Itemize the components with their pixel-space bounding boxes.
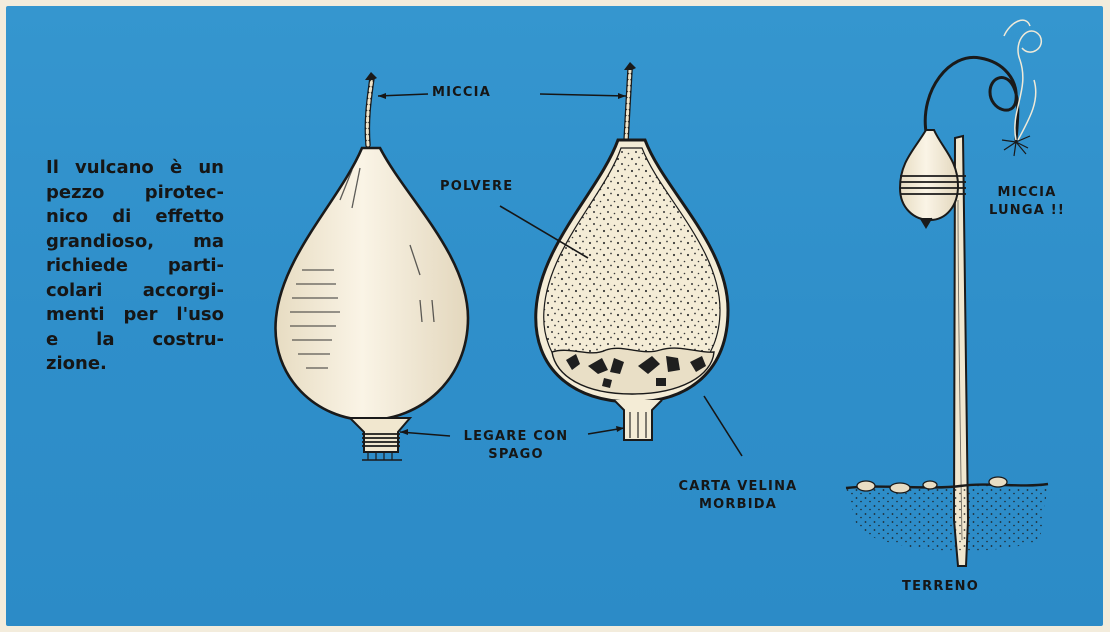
label-legare: LEGARE CON SPAGO xyxy=(454,428,578,464)
label-legare-line1: LEGARE CON xyxy=(454,428,578,446)
label-miccia: MICCIA xyxy=(432,84,491,102)
label-carta-velina: CARTA VELINA MORBIDA xyxy=(664,478,812,514)
label-miccia-lunga-line1: MICCIA xyxy=(980,184,1074,202)
label-carta-line2: MORBIDA xyxy=(664,496,812,514)
section-volcano-drawing xyxy=(536,62,728,440)
stake-drawing xyxy=(846,20,1048,566)
label-legare-line2: SPAGO xyxy=(454,446,578,464)
label-terreno: TERRENO xyxy=(902,578,979,596)
label-polvere: POLVERE xyxy=(440,178,513,196)
closed-volcano-drawing xyxy=(275,72,468,460)
label-carta-line1: CARTA VELINA xyxy=(664,478,812,496)
label-miccia-lunga: MICCIA LUNGA !! xyxy=(980,184,1074,220)
label-miccia-lunga-line2: LUNGA !! xyxy=(980,202,1074,220)
